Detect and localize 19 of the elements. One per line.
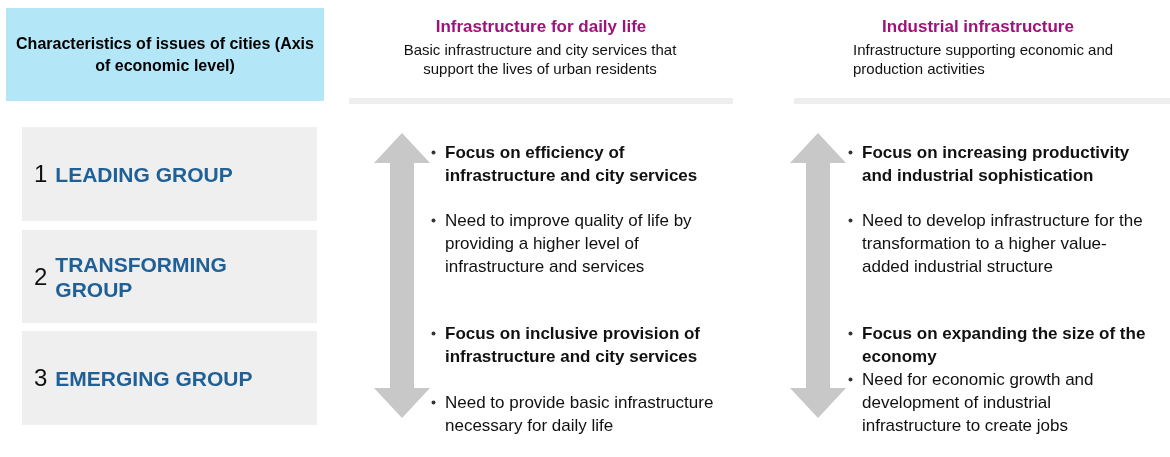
- group-number: 2: [34, 262, 48, 291]
- bullet-text: Need to improve quality of life by providing a higher level of infrastructure and services: [445, 210, 693, 278]
- bullet-text: Focus on inclusive provision of infrastructure and city services: [445, 323, 702, 368]
- bullet-text: Need to develop infrastructure for the transformation to a higher value-added industrial structure: [862, 210, 1144, 278]
- header-box: Characteristics of issues of cities (Axis of economic level): [6, 8, 324, 101]
- bullet-text: Focus on efficiency of infrastructure and city services: [445, 142, 699, 187]
- bullet-text: Focus on expanding the size of the economy: [862, 323, 1147, 368]
- column-subtitle: Infrastructure supporting economic and production activities: [853, 40, 1115, 78]
- group-number: 3: [34, 364, 48, 392]
- bullet-text: Need for economic growth and development of industrial infrastructure to create jobs: [862, 369, 1095, 437]
- group-name: EMERGING GROUP: [55, 365, 253, 391]
- column-subtitle: Basic infrastructure and city services that support the lives of urban residents: [402, 40, 678, 78]
- bullet-text: Need to provide basic infrastructure necessary for daily life: [445, 392, 715, 437]
- group-name: TRANSFORMING GROUP: [55, 251, 228, 302]
- group-name: LEADING GROUP: [55, 161, 233, 187]
- bullet-text: Focus on increasing productivity and industrial sophistication: [862, 142, 1131, 187]
- group-number: 1: [34, 160, 48, 188]
- column-title: Infrastructure for daily life: [434, 17, 648, 37]
- column-title: Industrial infrastructure: [881, 17, 1075, 37]
